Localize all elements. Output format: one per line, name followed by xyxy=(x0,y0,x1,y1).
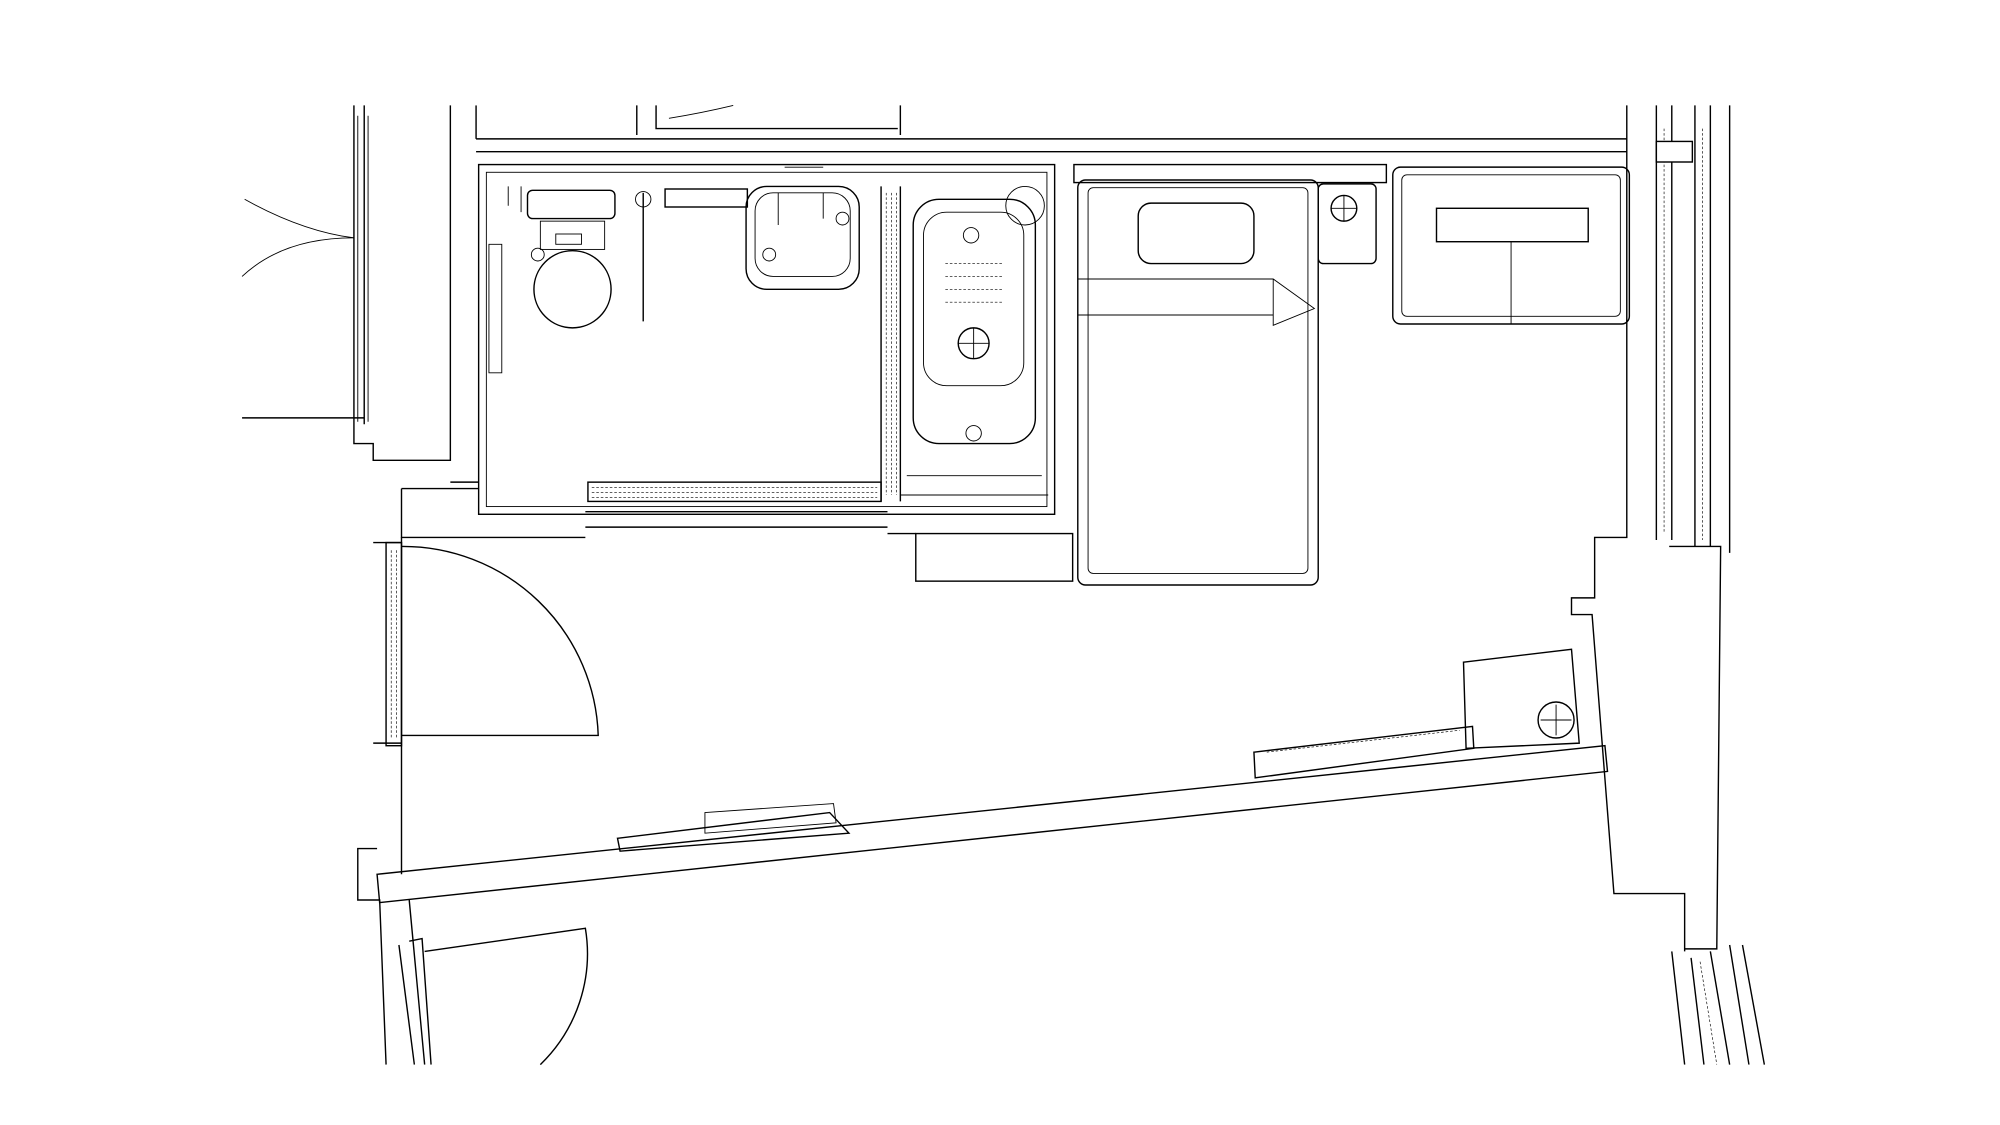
slanted-partition-wall xyxy=(376,744,1609,904)
nightstand-lamp xyxy=(1317,183,1377,265)
bathroom-door-grille xyxy=(585,481,888,528)
desk xyxy=(1253,725,1475,779)
toilet xyxy=(488,186,616,374)
sink xyxy=(745,166,860,290)
right-window-wall xyxy=(1570,105,1731,952)
top-wall xyxy=(476,104,1627,153)
counter-shelf xyxy=(1073,163,1388,184)
sofa xyxy=(1392,166,1631,325)
towel-bar xyxy=(635,188,749,322)
bed xyxy=(1077,179,1319,586)
bathtub xyxy=(900,185,1049,496)
lower-right-window xyxy=(1671,944,1766,1065)
lower-door xyxy=(398,927,589,1066)
luggage-bench xyxy=(915,532,1074,582)
corridor-door-swing xyxy=(241,198,365,419)
entrance-door xyxy=(373,537,599,875)
shower-partition xyxy=(880,186,902,502)
lower-left-wall xyxy=(357,847,426,1065)
tv-unit xyxy=(1462,648,1580,750)
left-wall xyxy=(353,105,477,461)
